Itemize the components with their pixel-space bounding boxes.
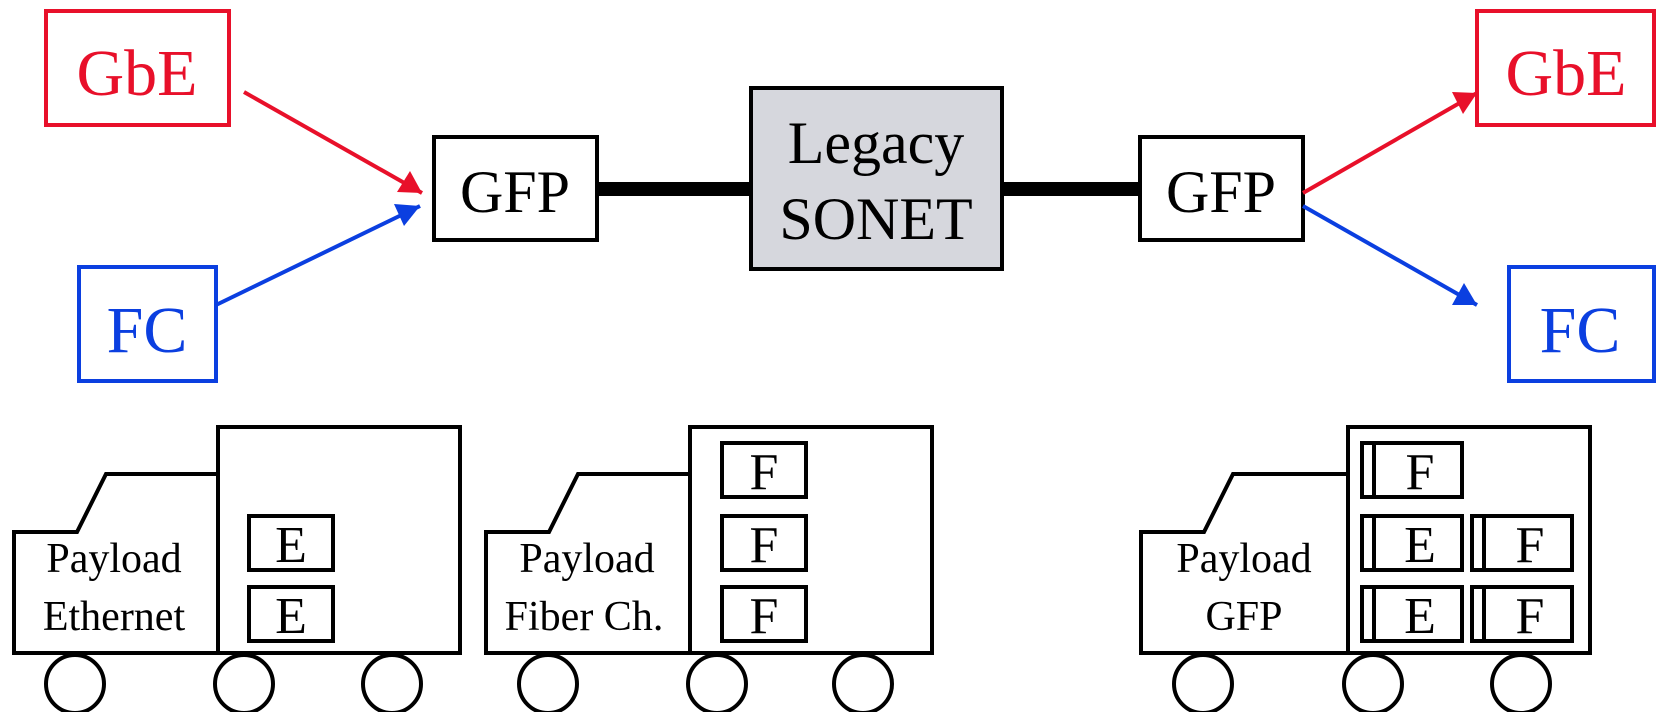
- left-fc-arrow: [215, 204, 421, 307]
- left-sonet-link: [597, 182, 751, 196]
- svg-text:E: E: [1404, 588, 1436, 645]
- sonet-label-line2: SONET: [779, 186, 972, 252]
- truck-wheel: [517, 653, 579, 712]
- legacy-sonet-node: Legacy SONET: [749, 86, 1004, 271]
- left-fc-arrowhead: [394, 204, 420, 226]
- svg-text:F: F: [1406, 444, 1435, 501]
- svg-text:F: F: [750, 444, 779, 501]
- truck-cab-label-1: Payload: [1176, 536, 1311, 582]
- right-gfp-node: GFP: [1138, 135, 1305, 242]
- truck-cab-label-2: Fiber Ch.: [505, 594, 664, 640]
- right-gbe-node: GbE: [1475, 9, 1656, 127]
- svg-text:F: F: [750, 517, 779, 574]
- sonet-label-line1: Legacy: [788, 110, 965, 176]
- truck-gfp: Payload GFP F E F E F: [1139, 425, 1592, 712]
- left-gfp-label: GFP: [460, 159, 570, 225]
- cargo-crate: F: [720, 441, 808, 501]
- right-fc-arrow: [1302, 204, 1478, 307]
- right-fc-arrowhead: [1452, 283, 1477, 305]
- truck-wheel: [1172, 653, 1234, 712]
- truck-wheel: [44, 653, 106, 712]
- left-gbe-node: GbE: [44, 9, 231, 127]
- cargo-crate: F: [720, 585, 808, 645]
- gfp-crate: E: [1360, 514, 1464, 574]
- left-gbe-label: GbE: [77, 37, 198, 110]
- truck-wheel: [832, 653, 894, 712]
- truck-wheel: [1342, 653, 1404, 712]
- truck-cab-label-2: Ethernet: [43, 594, 186, 640]
- svg-text:E: E: [1404, 517, 1436, 574]
- cargo-crate: E: [247, 585, 335, 645]
- left-gbe-arrowhead: [397, 171, 422, 193]
- right-gbe-arrow: [1302, 91, 1478, 195]
- truck-wheel: [1490, 653, 1552, 712]
- svg-text:F: F: [1516, 588, 1545, 645]
- gfp-crate: E: [1360, 585, 1464, 645]
- right-gbe-arrowhead: [1452, 92, 1477, 114]
- truck-cab-label-1: Payload: [519, 536, 654, 582]
- right-sonet-link: [1002, 182, 1140, 196]
- right-fc-node: FC: [1507, 265, 1656, 383]
- left-fc-node: FC: [77, 265, 218, 383]
- truck-cab-label-2: GFP: [1205, 594, 1282, 640]
- svg-text:E: E: [275, 588, 307, 645]
- svg-text:F: F: [1516, 517, 1545, 574]
- truck-wheel: [213, 653, 275, 712]
- truck-cab-label-1: Payload: [46, 536, 181, 582]
- svg-text:F: F: [750, 588, 779, 645]
- truck-fiber-channel: Payload Fiber Ch. F F F: [484, 425, 934, 712]
- left-fc-label: FC: [107, 294, 188, 367]
- right-gbe-label: GbE: [1506, 37, 1627, 110]
- gfp-crate: F: [1360, 441, 1464, 501]
- cargo-crate: E: [247, 514, 335, 574]
- truck-ethernet: Payload Ethernet E E: [12, 425, 462, 712]
- gfp-crate: F: [1470, 585, 1574, 645]
- left-gfp-node: GFP: [432, 135, 599, 242]
- left-gbe-arrow: [243, 90, 423, 195]
- gfp-crate: F: [1470, 514, 1574, 574]
- truck-wheel: [361, 653, 423, 712]
- right-gfp-label: GFP: [1166, 159, 1276, 225]
- truck-wheel: [686, 653, 748, 712]
- svg-text:E: E: [275, 517, 307, 574]
- cargo-crate: F: [720, 514, 808, 574]
- right-fc-label: FC: [1540, 294, 1621, 367]
